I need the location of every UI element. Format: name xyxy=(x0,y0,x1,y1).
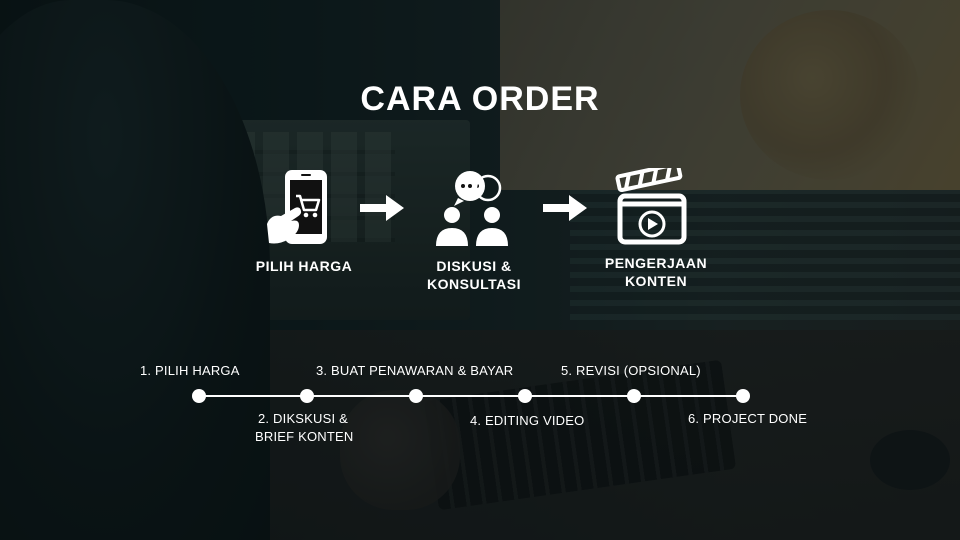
phone-cart-icon xyxy=(265,168,337,248)
step-label-pengerjaan: PENGERJAAN KONTEN xyxy=(592,254,720,290)
clapperboard-play-icon xyxy=(614,162,690,246)
step-label-pilih-harga: PILIH HARGA xyxy=(255,258,353,274)
step-label-pengerjaan-line1: PENGERJAAN xyxy=(604,255,708,271)
timeline-label-6: 6. PROJECT DONE xyxy=(688,411,808,426)
timeline-dot xyxy=(736,389,750,403)
step-label-pengerjaan-line2: KONTEN xyxy=(624,273,688,289)
timeline-dot xyxy=(300,389,314,403)
timeline-label-2-line1: 2. DIKSKUSI & xyxy=(257,411,349,426)
timeline-line xyxy=(199,395,744,397)
timeline-dot xyxy=(192,389,206,403)
page-title: CARA ORDER xyxy=(360,80,600,118)
people-chat-icon xyxy=(432,168,514,248)
arrow-right-icon xyxy=(360,195,404,221)
arrow-right-icon xyxy=(543,195,587,221)
timeline-dot xyxy=(627,389,641,403)
timeline-label-5: 5. REVISI (OPSIONAL) xyxy=(561,363,701,378)
timeline-label-1: 1. PILIH HARGA xyxy=(140,363,240,378)
timeline-label-2: 2. DIKSKUSI & BRIEF KONTEN xyxy=(255,410,354,446)
step-label-diskusi: DISKUSI & KONSULTASI xyxy=(410,257,538,293)
timeline-dot xyxy=(518,389,532,403)
timeline-label-3: 3. BUAT PENAWARAN & BAYAR xyxy=(316,363,514,378)
step-label-diskusi-line1: DISKUSI & xyxy=(436,258,512,274)
timeline-label-2-line2: BRIEF KONTEN xyxy=(255,429,354,444)
timeline-dot xyxy=(409,389,423,403)
timeline-label-4: 4. EDITING VIDEO xyxy=(470,413,585,428)
step-label-diskusi-line2: KONSULTASI xyxy=(427,276,521,292)
